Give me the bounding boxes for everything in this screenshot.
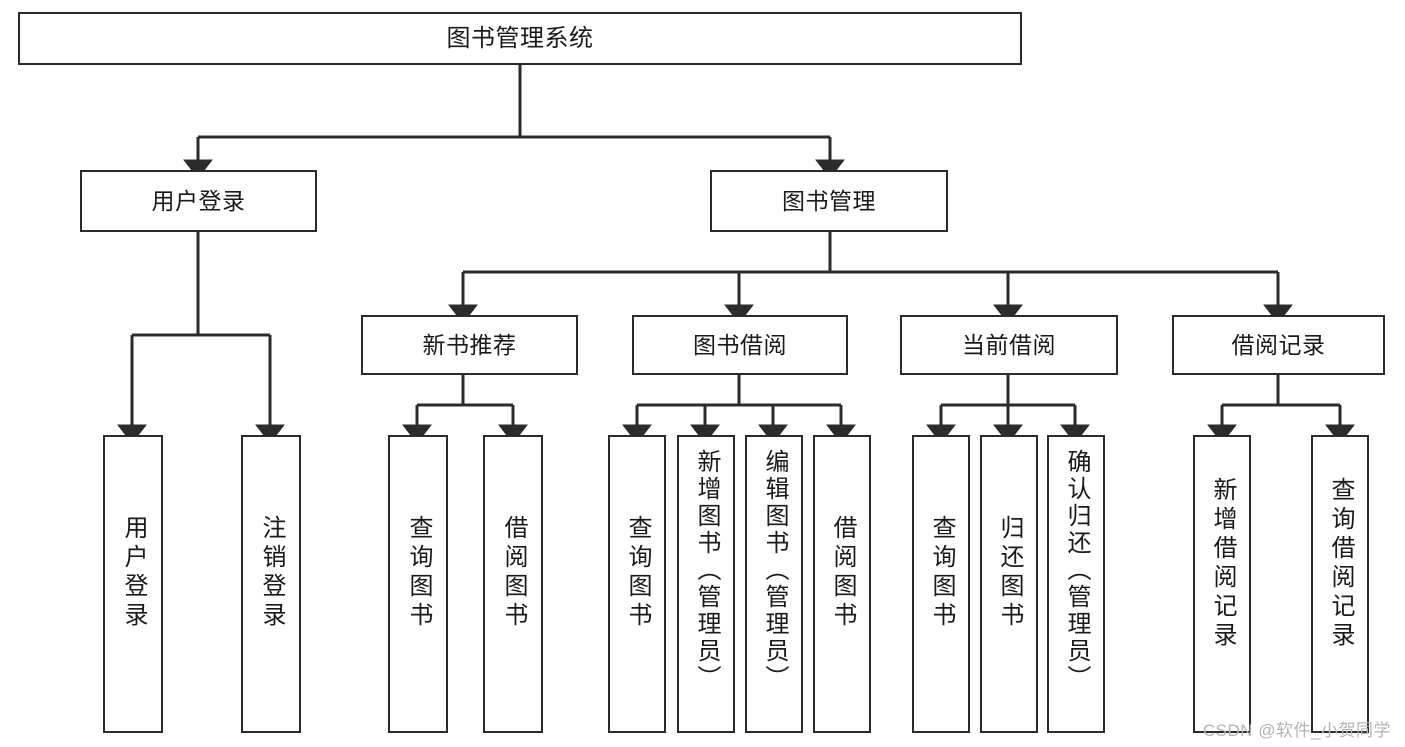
node-book-borrow[interactable]: 图书借阅 [632,315,848,375]
node-leaf-query-book-3[interactable]: 查询图书 [912,435,970,733]
node-label: 新增借阅记录 [1209,477,1236,651]
node-borrow-record[interactable]: 借阅记录 [1172,315,1385,375]
node-book-management[interactable]: 图书管理 [710,170,948,232]
node-label: 注销登录 [258,515,285,631]
watermark-csdn: CSDN @软件_小贺同学 [1202,721,1391,740]
node-leaf-confirm-return-admin[interactable]: 确认归还（管理员） [1047,435,1105,733]
node-label: 查询图书 [624,515,651,631]
node-leaf-query-book-1[interactable]: 查询图书 [388,435,448,733]
node-label: 归还图书 [996,515,1023,631]
node-new-book-recommend[interactable]: 新书推荐 [361,315,578,375]
node-leaf-edit-book-admin[interactable]: 编辑图书（管理员） [745,435,803,733]
node-label: 查询图书 [928,515,955,631]
node-label: 借阅图书 [500,515,527,631]
node-root-book-management-system[interactable]: 图书管理系统 [18,12,1022,65]
node-label: 当前借阅 [962,331,1056,358]
node-label: 用户登录 [120,515,147,631]
node-leaf-borrow-book-1[interactable]: 借阅图书 [483,435,543,733]
node-label: 图书借阅 [693,331,787,358]
node-label: 图书管理系统 [446,24,594,52]
node-leaf-return-book[interactable]: 归还图书 [980,435,1038,733]
node-leaf-query-book-2[interactable]: 查询图书 [608,435,666,733]
node-label: 新增图书（管理员） [693,449,720,692]
node-label: 确认归还（管理员） [1063,449,1090,692]
node-leaf-query-borrow-record[interactable]: 查询借阅记录 [1311,435,1369,733]
node-leaf-add-borrow-record[interactable]: 新增借阅记录 [1193,435,1251,733]
node-label: 查询借阅记录 [1327,477,1354,651]
node-user-login[interactable]: 用户登录 [80,170,317,232]
node-leaf-borrow-book-2[interactable]: 借阅图书 [813,435,871,733]
node-label: 编辑图书（管理员） [761,449,788,692]
node-label: 新书推荐 [422,331,517,358]
node-label: 借阅图书 [829,515,856,631]
node-label: 图书管理 [782,187,876,214]
node-leaf-user-login[interactable]: 用户登录 [103,435,163,733]
node-current-borrow[interactable]: 当前借阅 [900,315,1118,375]
node-label: 查询图书 [405,515,432,631]
node-label: 借阅记录 [1231,331,1326,358]
node-label: 用户登录 [151,187,246,214]
node-leaf-add-book-admin[interactable]: 新增图书（管理员） [677,435,735,733]
node-leaf-logout[interactable]: 注销登录 [241,435,301,733]
